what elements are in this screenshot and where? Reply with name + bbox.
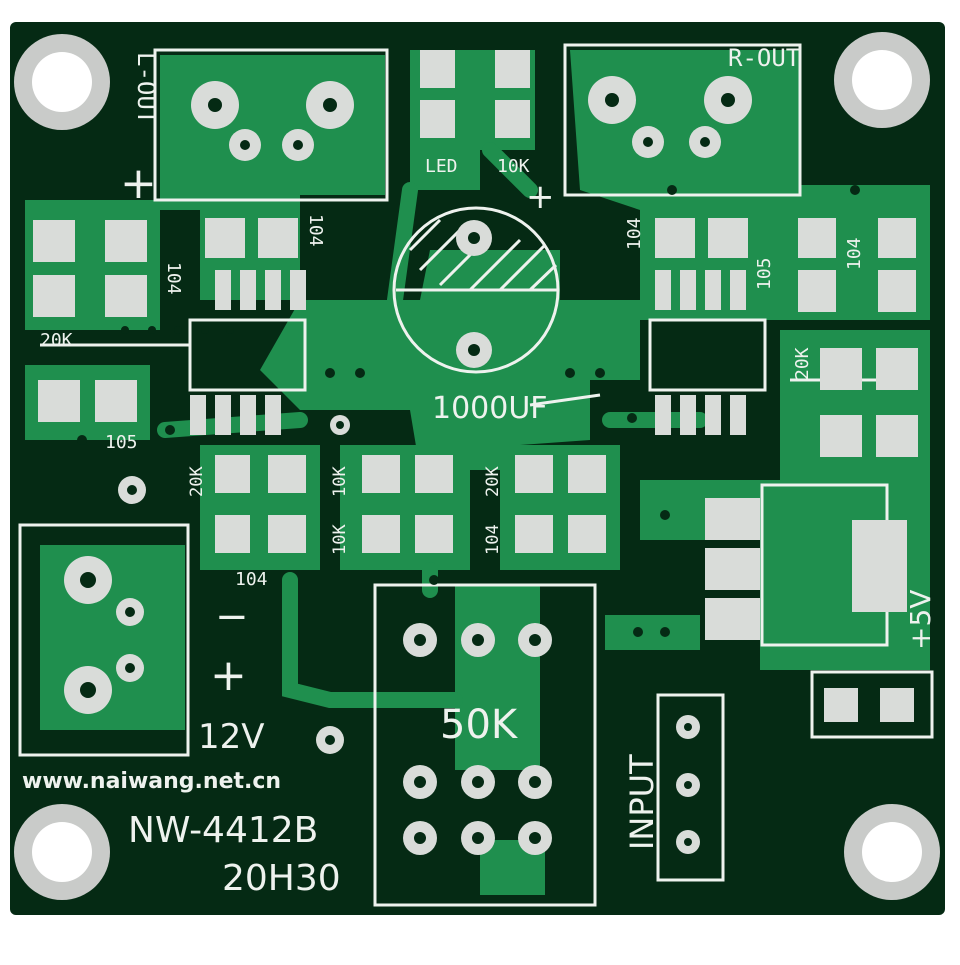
label-version: 20H30 bbox=[222, 858, 341, 899]
label-12v: 12V bbox=[198, 717, 265, 757]
label-supply-minus: − bbox=[215, 594, 249, 640]
label-20k-d: 20K bbox=[483, 466, 503, 497]
label-led-resistor: 10K bbox=[497, 156, 530, 177]
label-20k-c: 20K bbox=[187, 466, 207, 497]
label-20k-a: 20K bbox=[40, 330, 73, 351]
smd-pads bbox=[33, 50, 918, 722]
label-1000uf: 1000UF bbox=[432, 391, 548, 426]
label-105-b: 105 bbox=[754, 257, 775, 290]
silkscreen-labels: L-OUT + R-OUT LED 10K + 1000UF 104 104 1… bbox=[22, 44, 937, 899]
label-plus-left: + bbox=[120, 158, 157, 209]
label-104-b: 104 bbox=[163, 262, 184, 295]
label-l-out: L-OUT bbox=[132, 52, 160, 124]
label-5v: +5V bbox=[904, 590, 937, 650]
label-105-a: 105 bbox=[105, 432, 138, 453]
label-104-a: 104 bbox=[305, 214, 326, 247]
label-r-out: R-OUT bbox=[728, 44, 800, 72]
label-plus-cap: + bbox=[526, 177, 555, 217]
label-10k-a: 10K bbox=[330, 466, 350, 497]
label-104-c: 104 bbox=[624, 217, 645, 250]
label-led: LED bbox=[425, 156, 458, 177]
mounting-holes bbox=[14, 32, 940, 900]
label-104-d: 104 bbox=[844, 237, 865, 270]
label-model: NW-4412B bbox=[128, 810, 318, 851]
label-104-f: 104 bbox=[235, 569, 268, 590]
vias bbox=[77, 185, 860, 637]
label-supply-plus: + bbox=[210, 650, 247, 701]
label-input: INPUT bbox=[623, 754, 661, 850]
label-50k: 50K bbox=[440, 702, 519, 748]
label-10k-b: 10K bbox=[330, 524, 350, 555]
label-20k-b: 20K bbox=[792, 347, 813, 380]
label-104-e: 104 bbox=[483, 524, 503, 555]
through-hole-pads bbox=[64, 76, 752, 855]
label-website: www.naiwang.net.cn bbox=[22, 769, 281, 794]
